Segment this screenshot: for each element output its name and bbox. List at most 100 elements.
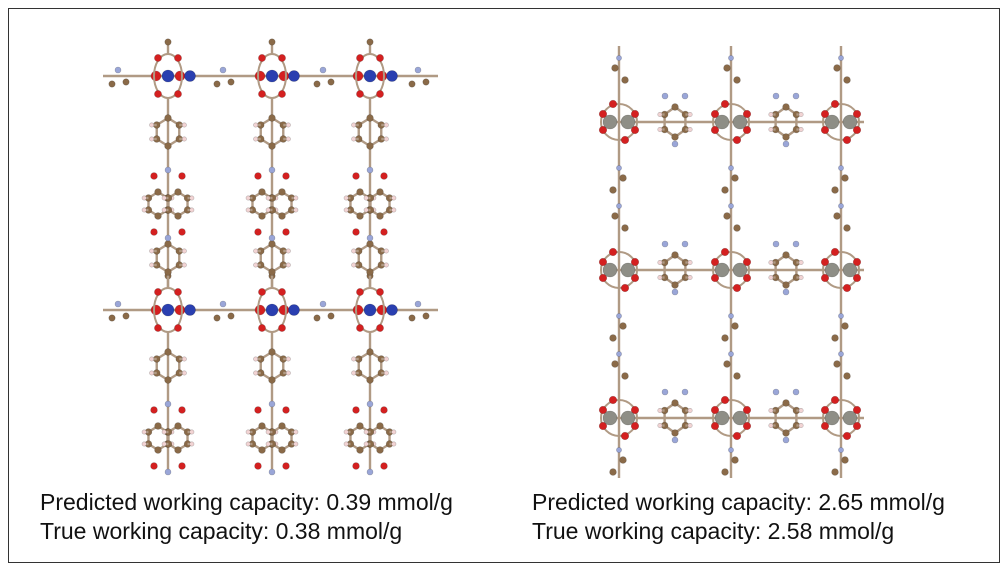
hydrogen-atom: [798, 274, 804, 280]
nitrogen-atom: [319, 300, 327, 308]
predicted-capacity-left: Predicted working capacity: 0.39 mmol/g: [40, 489, 453, 515]
carbon-atom: [174, 212, 182, 220]
hydrogen-atom: [351, 122, 357, 128]
carboxylate-loop: [822, 251, 860, 289]
hydrogen-atom: [768, 260, 774, 266]
hydrogen-atom: [285, 248, 291, 254]
oxygen-atom: [356, 54, 364, 62]
carbon-atom: [841, 174, 849, 182]
carbon-atom: [108, 80, 116, 88]
oxygen-atom: [178, 462, 186, 470]
oxygen-atom: [150, 304, 162, 316]
hydrogen-atom: [798, 407, 804, 413]
carbon-atom: [278, 446, 286, 454]
hydrogen-atom: [265, 195, 271, 201]
hydrogen-atom: [293, 441, 299, 447]
nitrogen-atom: [681, 240, 689, 248]
oxygen-atom: [150, 228, 158, 236]
hydrogen-atom: [768, 274, 774, 280]
carbon-atom: [782, 103, 790, 111]
hydrogen-atom: [149, 122, 155, 128]
carbon-atom: [174, 188, 182, 196]
oxygen-atom: [278, 90, 286, 98]
nitrogen-atom: [681, 388, 689, 396]
oxygen-atom: [380, 172, 388, 180]
hydrogen-atom: [181, 248, 187, 254]
oxygen-atom: [732, 283, 742, 293]
metal-atom: [824, 262, 840, 278]
metal-atom: [732, 262, 748, 278]
hydrogen-atom: [285, 262, 291, 268]
oxygen-atom: [732, 135, 742, 145]
carbon-atom: [258, 446, 266, 454]
hydrogen-atom: [149, 248, 155, 254]
metal-atom: [714, 114, 730, 130]
hydrogen-atom: [768, 112, 774, 118]
hydrogen-atom: [657, 422, 663, 428]
carbon-atom: [313, 80, 321, 88]
carbon-atom: [164, 38, 172, 46]
carbon-atom: [422, 78, 430, 86]
carbon-atom: [733, 224, 741, 232]
true-capacity-left: True working capacity: 0.38 mmol/g: [40, 518, 403, 544]
carbon-atom: [619, 174, 627, 182]
nitrogen-atom: [414, 300, 422, 308]
carbon-atom: [174, 446, 182, 454]
hydrogen-atom: [149, 370, 155, 376]
carbon-atom: [831, 468, 839, 476]
panel-right: Predicted working capacity: 2.65 mmol/g …: [504, 8, 992, 563]
carbon-atom: [268, 268, 276, 276]
hydrogen-atom: [343, 441, 349, 447]
caption-right: Predicted working capacity: 2.65 mmol/g …: [532, 488, 1008, 546]
hydrogen-atom: [383, 122, 389, 128]
carbon-atom: [356, 188, 364, 196]
oxygen-atom: [178, 406, 186, 414]
metal-atom: [161, 303, 175, 317]
nitrogen-atom: [671, 288, 679, 296]
hydrogen-atom: [383, 356, 389, 362]
carbon-atom: [258, 212, 266, 220]
carbon-atom: [831, 334, 839, 342]
oxygen-atom: [356, 90, 364, 98]
nitrogen-atom: [616, 55, 622, 61]
hydrogen-atom: [391, 429, 397, 435]
metal-atom: [714, 410, 730, 426]
mof-structure-right: [598, 46, 864, 478]
carbon-atom: [164, 114, 172, 122]
oxygen-atom: [352, 304, 364, 316]
oxygen-atom: [154, 90, 162, 98]
hydrogen-atom: [141, 195, 147, 201]
metal-atom: [714, 262, 730, 278]
nitrogen-atom: [114, 300, 122, 308]
hydrogen-atom: [293, 195, 299, 201]
carbon-atom: [671, 133, 679, 141]
nitrogen-atom: [219, 300, 227, 308]
nitrogen-atom: [366, 234, 374, 242]
nitrogen-atom: [792, 240, 800, 248]
carbon-atom: [376, 212, 384, 220]
carbon-atom: [164, 376, 172, 384]
oxygen-atom: [852, 273, 862, 283]
carbon-atom: [356, 446, 364, 454]
oxygen-atom: [710, 273, 720, 283]
carbon-atom: [366, 114, 374, 122]
carbon-atom: [621, 224, 629, 232]
oxygen-atom: [710, 109, 720, 119]
oxygen-atom: [710, 125, 720, 135]
hydrogen-atom: [149, 356, 155, 362]
oxygen-atom: [710, 421, 720, 431]
hydrogen-atom: [363, 207, 369, 213]
oxygen-atom: [258, 288, 266, 296]
predicted-capacity-right: Predicted working capacity: 2.65 mmol/g: [532, 489, 945, 515]
hydrogen-atom: [363, 195, 369, 201]
carbon-atom: [213, 80, 221, 88]
hydrogen-atom: [141, 207, 147, 213]
carboxylate-loop: [822, 103, 860, 141]
carbon-atom: [268, 348, 276, 356]
hydrogen-atom: [391, 207, 397, 213]
hydrogen-atom: [285, 370, 291, 376]
oxygen-atom: [150, 462, 158, 470]
hydrogen-atom: [383, 262, 389, 268]
nitrogen-atom: [661, 92, 669, 100]
carbon-atom: [422, 312, 430, 320]
